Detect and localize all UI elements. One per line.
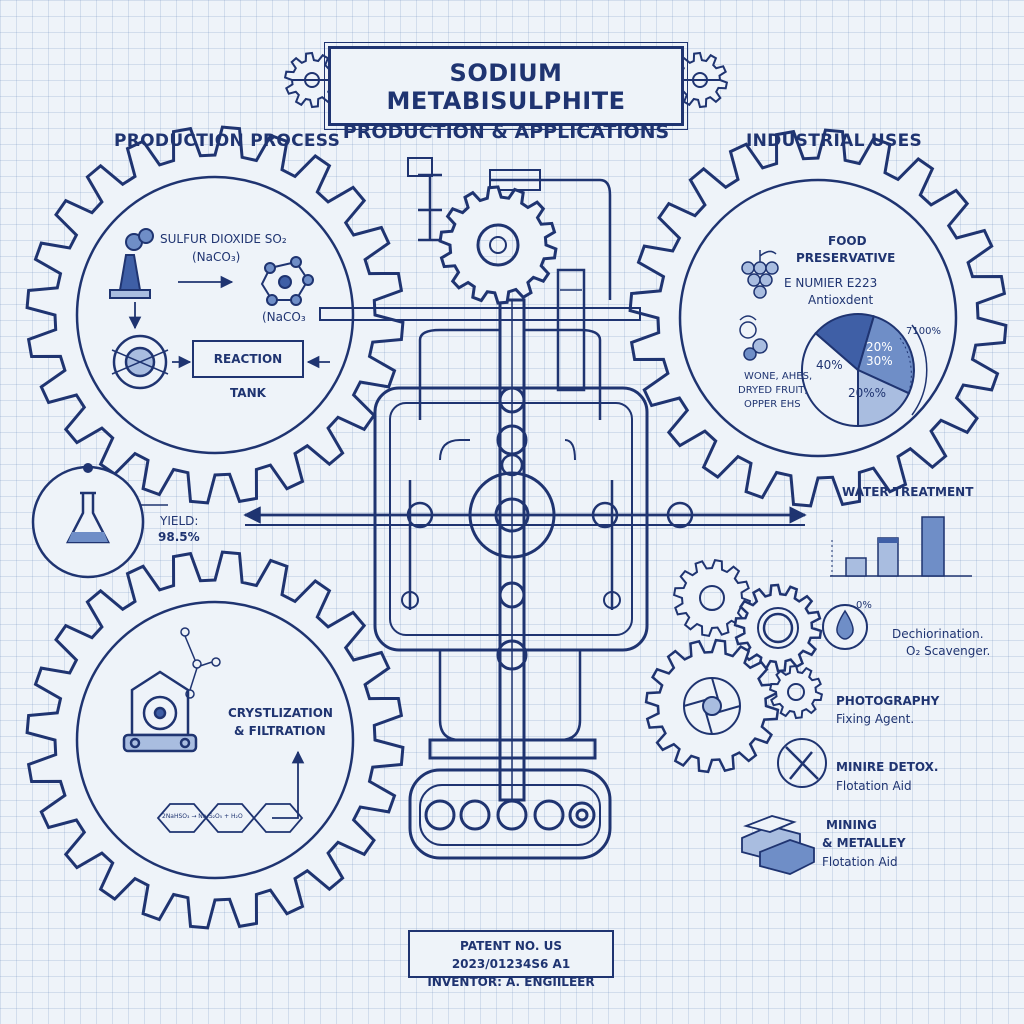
ingots-icon — [741, 815, 815, 875]
molecule-icon — [260, 256, 314, 306]
hex-chain-icon — [156, 803, 304, 833]
cluster-gear-small-icon — [672, 558, 752, 638]
photo-title: PHOTOGRAPHY — [836, 694, 940, 708]
machine-top-gear-icon — [438, 185, 558, 305]
minire-sub: Flotation Aid — [836, 779, 912, 793]
food-title-2: PRESERVATIVE — [796, 251, 896, 265]
hex-chain-label: 2NaHSO₃ → Na₂S₂O₅ + H₂O — [162, 813, 243, 820]
mining-title-1: MINING — [826, 818, 877, 832]
water-bar-chart — [830, 516, 972, 577]
naco-label-a: (NaCO₃) — [192, 250, 241, 264]
water-line-2: O₂ Scavenger. — [906, 644, 991, 658]
machine-base — [408, 738, 612, 860]
yield-label: YIELD: — [160, 514, 199, 528]
crystallizer-icon — [122, 670, 198, 753]
grapes-icon — [741, 250, 779, 299]
detox-icon — [777, 738, 827, 788]
factory-icon — [109, 228, 154, 299]
reactor-icon — [111, 334, 169, 390]
pie-label-40: 40% — [816, 358, 843, 372]
naco-label-b: (NaCO₃ — [262, 310, 306, 324]
reaction-tank-box: REACTION TANK — [192, 340, 304, 400]
section-production-heading: PRODUCTION PROCESS — [114, 131, 341, 151]
crystallization-label-1: CRYSTLIZATION — [228, 706, 333, 720]
pie-slice — [856, 315, 915, 395]
chain-molecule-icon — [180, 627, 221, 699]
minire-title: MINIRE DETOX. — [836, 760, 939, 774]
water-pct: 0% — [856, 600, 872, 611]
crystallization-label-2: & FILTRATION — [234, 724, 326, 738]
water-title: WATER TREATMENT — [842, 485, 974, 499]
gear-icon — [628, 128, 1008, 508]
patent-box: PATENT NO. US 2023/01234S6 A1 INVENTOR: … — [408, 930, 614, 989]
pie-label-20: 20% — [866, 340, 893, 354]
pie-slice — [801, 331, 859, 428]
section-uses-heading: INDUSTRIAL USES — [746, 131, 923, 151]
gear-icon — [25, 125, 405, 505]
water-line-1: Dechiorination. — [892, 627, 984, 641]
fruit-icon — [739, 315, 768, 361]
mining-title-2: & METALLEY — [822, 836, 906, 850]
title-main: SODIUM METABISULPHITE — [386, 59, 626, 115]
pie-label-30: 30% — [866, 354, 893, 368]
food-title-1: FOOD — [828, 234, 867, 248]
cluster-gear-tiny-icon — [768, 664, 824, 720]
food-item-3: OPPER EHS — [744, 399, 801, 410]
pie-label-bottom: 20%% — [848, 386, 887, 400]
sulfur-dioxide-label: SULFUR DIOXIDE SO₂ — [160, 232, 287, 246]
gear-frame-food — [628, 128, 1008, 508]
patent-inventor: INVENTOR: A. ENGIILEER — [427, 975, 595, 989]
drop-icon — [822, 604, 868, 650]
gear-icon — [25, 550, 405, 930]
patent-number: PATENT NO. US 2023/01234S6 A1 — [451, 939, 571, 971]
food-antioxidant: Antioxdent — [808, 293, 874, 307]
title-plate: SODIUM METABISULPHITE PRODUCTION & APPLI… — [324, 42, 688, 143]
yield-badge — [31, 463, 145, 579]
food-item-1: WONE, AHES, — [744, 371, 813, 382]
food-item-2: DRYED FRUIT, — [738, 385, 808, 396]
aperture-icon — [683, 677, 741, 735]
central-machine — [243, 157, 807, 802]
title-sub: PRODUCTION & APPLICATIONS — [342, 121, 670, 143]
mining-sub: Flotation Aid — [822, 855, 898, 869]
photo-sub: Fixing Agent. — [836, 712, 915, 726]
food-pie-chart — [801, 313, 928, 428]
gear-frame-production — [25, 125, 405, 505]
gear-frame-crystallization — [25, 550, 405, 930]
yield-value: 98.5% — [158, 530, 200, 544]
pie-edge-label: 7100% — [906, 326, 941, 337]
pie-slice — [814, 313, 876, 372]
food-enumber: E NUMIER E223 — [784, 276, 878, 290]
cluster-gear-mid-icon — [733, 583, 823, 673]
